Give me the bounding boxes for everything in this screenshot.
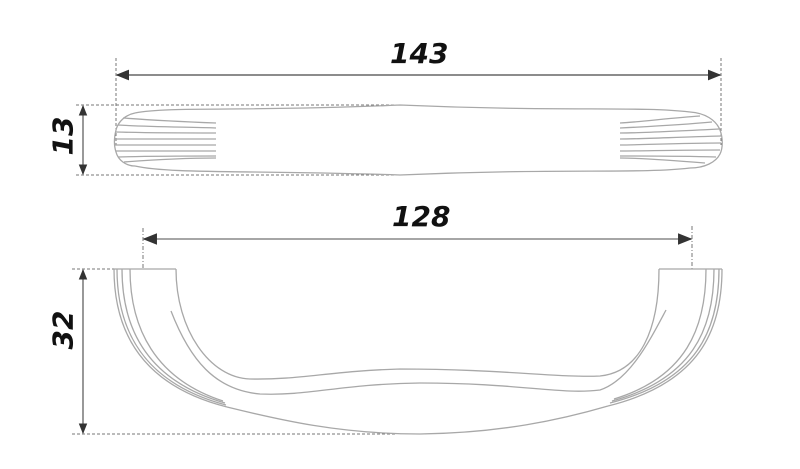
dimension-label-128: 128 bbox=[392, 200, 451, 233]
dimension-label-13: 13 bbox=[46, 116, 80, 156]
side-view-outline bbox=[113, 268, 723, 435]
top-view-outline bbox=[113, 104, 723, 176]
top-view bbox=[76, 58, 723, 176]
dimension-label-143: 143 bbox=[390, 37, 449, 70]
dimension-label-32: 32 bbox=[46, 310, 80, 350]
side-view bbox=[72, 226, 723, 435]
